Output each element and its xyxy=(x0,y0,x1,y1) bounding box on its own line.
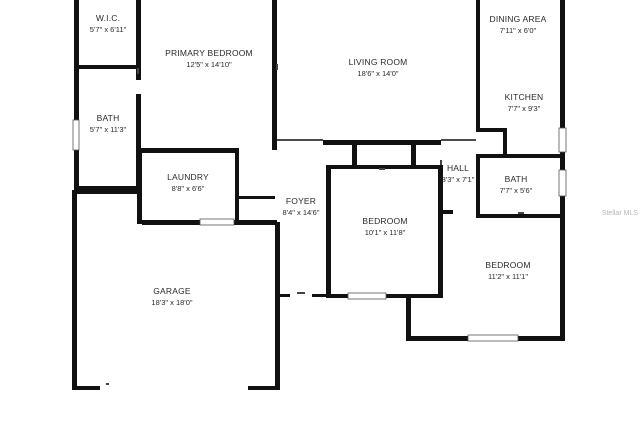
room-foyer: FOYER 8'4" x 14'6" xyxy=(283,196,320,217)
window-bedroom-center xyxy=(347,292,387,300)
wall-wic-right xyxy=(136,0,141,80)
room-laundry: LAUNDRY 8'8" x 6'6" xyxy=(167,172,209,193)
room-bedroom-right: BEDROOM 11'2" x 11'1" xyxy=(485,260,530,281)
room-dimensions: 18'6" x 14'0" xyxy=(357,69,398,78)
room-dimensions: 3'3" x 7'1" xyxy=(442,175,475,184)
room-name: LAUNDRY xyxy=(167,172,209,182)
door-marker xyxy=(379,168,385,170)
room-name: DINING AREA xyxy=(490,14,547,24)
room-dining-area: DINING AREA 7'11" x 6'0" xyxy=(490,14,547,35)
wall-bath-right-left xyxy=(476,154,480,216)
room-labels: W.I.C. 5'7" x 6'11" PRIMARY BEDROOM 12'5… xyxy=(90,13,547,307)
wall-laundry-left xyxy=(137,150,142,224)
room-bedroom-center: BEDROOM 10'1" x 11'8" xyxy=(362,216,407,237)
wall-closet-stub-1 xyxy=(352,140,357,166)
door-marker xyxy=(518,212,524,214)
wall-bath-right-bottom xyxy=(476,214,564,218)
room-wic: W.I.C. 5'7" x 6'11" xyxy=(90,13,127,34)
room-name: BEDROOM xyxy=(485,260,530,270)
room-bath-right: BATH 7'7" x 5'6" xyxy=(500,174,533,195)
window-kitchen xyxy=(558,127,567,153)
wall-bedroom-top xyxy=(328,165,441,169)
room-name: BATH xyxy=(505,174,528,184)
window-laundry xyxy=(199,218,235,226)
room-dimensions: 5'7" x 11'3" xyxy=(90,125,127,134)
windows xyxy=(72,119,567,342)
wall-bath-right-top xyxy=(476,154,561,158)
watermark: Stellar MLS xyxy=(602,210,639,217)
room-dimensions: 11'2" x 11'1" xyxy=(488,272,528,281)
door-marker xyxy=(106,383,109,385)
wall-hall-stub xyxy=(441,210,453,214)
wall-closet xyxy=(239,196,275,199)
door-marker xyxy=(276,64,278,70)
door-marker xyxy=(137,68,139,74)
window-bath-right xyxy=(558,169,567,197)
wall-bath-right xyxy=(136,94,141,190)
room-dimensions: 18'3" x 18'0" xyxy=(151,298,192,307)
window-bath-left xyxy=(72,119,80,151)
room-garage: GARAGE 18'3" x 18'0" xyxy=(151,286,192,307)
wall-garage-left xyxy=(72,190,77,390)
room-bath-left: BATH 5'7" x 11'3" xyxy=(90,113,127,134)
room-dimensions: 7'7" x 9'3" xyxy=(508,104,541,113)
room-living-room: LIVING ROOM 18'6" x 14'0" xyxy=(349,57,408,78)
wall-garage-top-left xyxy=(77,190,140,194)
wall-foyer-stub-left xyxy=(280,294,290,297)
wall-laundry-right xyxy=(235,150,239,220)
wall-kitchen-stub xyxy=(503,128,507,154)
wall-closet-stub-2 xyxy=(411,140,416,166)
room-name: PRIMARY BEDROOM xyxy=(165,48,253,58)
room-dimensions: 12'5" x 14'10" xyxy=(186,60,232,69)
room-name: GARAGE xyxy=(153,286,191,296)
wall-primary-right xyxy=(272,0,277,150)
room-name: HALL xyxy=(447,163,469,173)
wall-bath-bottom xyxy=(79,186,137,190)
wall-garage-bottom-right xyxy=(248,386,280,390)
room-dimensions: 8'8" x 6'6" xyxy=(172,184,205,193)
room-name: KITCHEN xyxy=(505,92,544,102)
room-primary-bedroom: PRIMARY BEDROOM 12'5" x 14'10" xyxy=(165,48,253,69)
room-name: W.I.C. xyxy=(96,13,120,23)
wall-garage-bottom-left xyxy=(72,386,100,390)
wall-left-upper xyxy=(74,0,79,120)
wall-bedroom-right-left xyxy=(406,294,411,340)
room-name: BEDROOM xyxy=(362,216,407,226)
walls xyxy=(72,0,565,390)
window-bedroom-right xyxy=(467,334,519,342)
room-name: BATH xyxy=(97,113,120,123)
wall-bedroom-left xyxy=(326,165,331,297)
wall-bedroom-right xyxy=(438,165,443,297)
room-name: LIVING ROOM xyxy=(349,57,408,67)
wall-wic-bottom xyxy=(79,65,141,69)
room-hall: HALL 3'3" x 7'1" xyxy=(442,163,475,184)
wall-kitchen-left xyxy=(476,0,480,132)
wall-living-bottom xyxy=(323,140,441,145)
wall-primary-bottom xyxy=(141,148,239,153)
room-dimensions: 5'7" x 6'11" xyxy=(90,25,127,34)
room-dimensions: 7'11" x 6'0" xyxy=(500,26,537,35)
interior-lines xyxy=(277,139,476,210)
room-kitchen: KITCHEN 7'7" x 9'3" xyxy=(505,92,544,113)
room-dimensions: 7'7" x 5'6" xyxy=(500,186,533,195)
door-marker xyxy=(297,292,305,294)
wall-garage-right xyxy=(275,222,280,390)
door-markers xyxy=(106,64,524,385)
room-dimensions: 10'1" x 11'8" xyxy=(365,228,406,237)
room-name: FOYER xyxy=(286,196,316,206)
wall-left-mid xyxy=(74,150,79,190)
wall-foyer-stub-right xyxy=(312,294,326,297)
wall-kitchen-bottom-left xyxy=(476,128,506,132)
room-dimensions: 8'4" x 14'6" xyxy=(283,208,320,217)
